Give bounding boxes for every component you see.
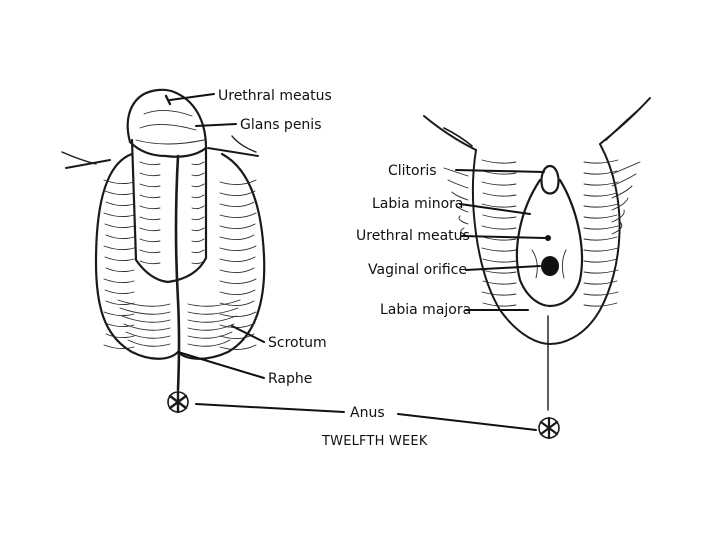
label-labia-minora: Labia minora (372, 196, 464, 212)
label-anus: Anus (350, 405, 385, 421)
label-vaginal-orifice: Vaginal orifice (368, 262, 467, 278)
label-clitoris: Clitoris (388, 163, 437, 179)
male-right-thigh-line (207, 147, 259, 157)
label-raphe: Raphe (268, 371, 312, 387)
glans-penis-shape (126, 88, 208, 158)
labia-majora-outline (472, 143, 621, 345)
female-left-thigh-line (423, 115, 477, 151)
labia-majora-shading (443, 159, 641, 307)
labia-minora-outline (515, 178, 584, 308)
male-left-groin-line (61, 151, 97, 165)
label-urethral-meatus-female: Urethral meatus (356, 228, 470, 244)
male-urethral-meatus-mark (164, 94, 172, 106)
caption-twelfth-week: TWELFTH WEEK (321, 434, 428, 449)
male-left-thigh-line (65, 159, 111, 169)
raphe-line (174, 154, 181, 392)
label-labia-majora: Labia majora (380, 302, 471, 318)
female-figure (423, 97, 651, 440)
male-right-groin-line (231, 135, 257, 153)
penis-shaft-shading (139, 161, 205, 265)
label-urethral-meatus-male: Urethral meatus (218, 88, 332, 104)
label-glans-penis: Glans penis (240, 117, 322, 133)
vaginal-orifice-mark (541, 256, 559, 276)
label-scrotum: Scrotum (268, 335, 327, 351)
scrotum-shading (103, 179, 257, 350)
leader-lines (169, 93, 547, 431)
male-figure (61, 88, 266, 414)
clitoris-shape (540, 164, 560, 195)
female-urethral-meatus-mark (545, 235, 551, 241)
labels: Urethral meatus Glans penis Scrotum Raph… (218, 88, 471, 449)
penis-shaft-outline (130, 138, 208, 284)
